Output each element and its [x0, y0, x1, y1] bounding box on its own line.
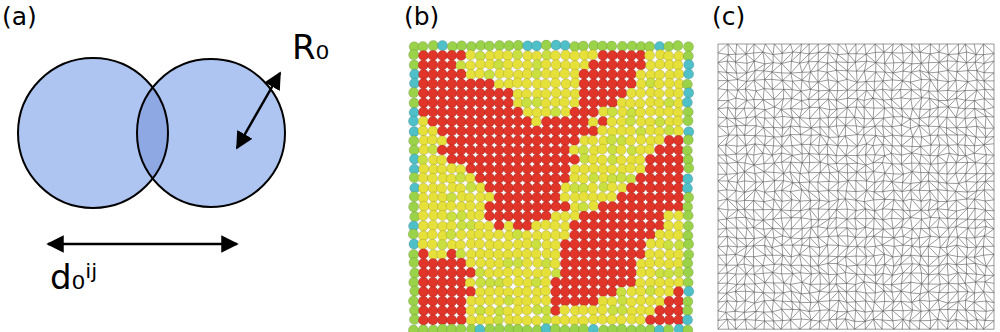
triangle-mesh: [718, 44, 994, 329]
panel-label: (c): [712, 4, 745, 29]
right-circle: [137, 59, 285, 207]
particle-grid: [408, 40, 694, 332]
overlap-region: [137, 59, 285, 207]
panel-label: (b): [404, 4, 439, 29]
radius-arrow: [237, 73, 280, 148]
panel-label: (a): [2, 4, 37, 29]
distance-arrow: [48, 243, 237, 246]
distance-label: d₀ⁱʲ: [50, 260, 97, 294]
radius-label: R₀: [292, 30, 329, 64]
